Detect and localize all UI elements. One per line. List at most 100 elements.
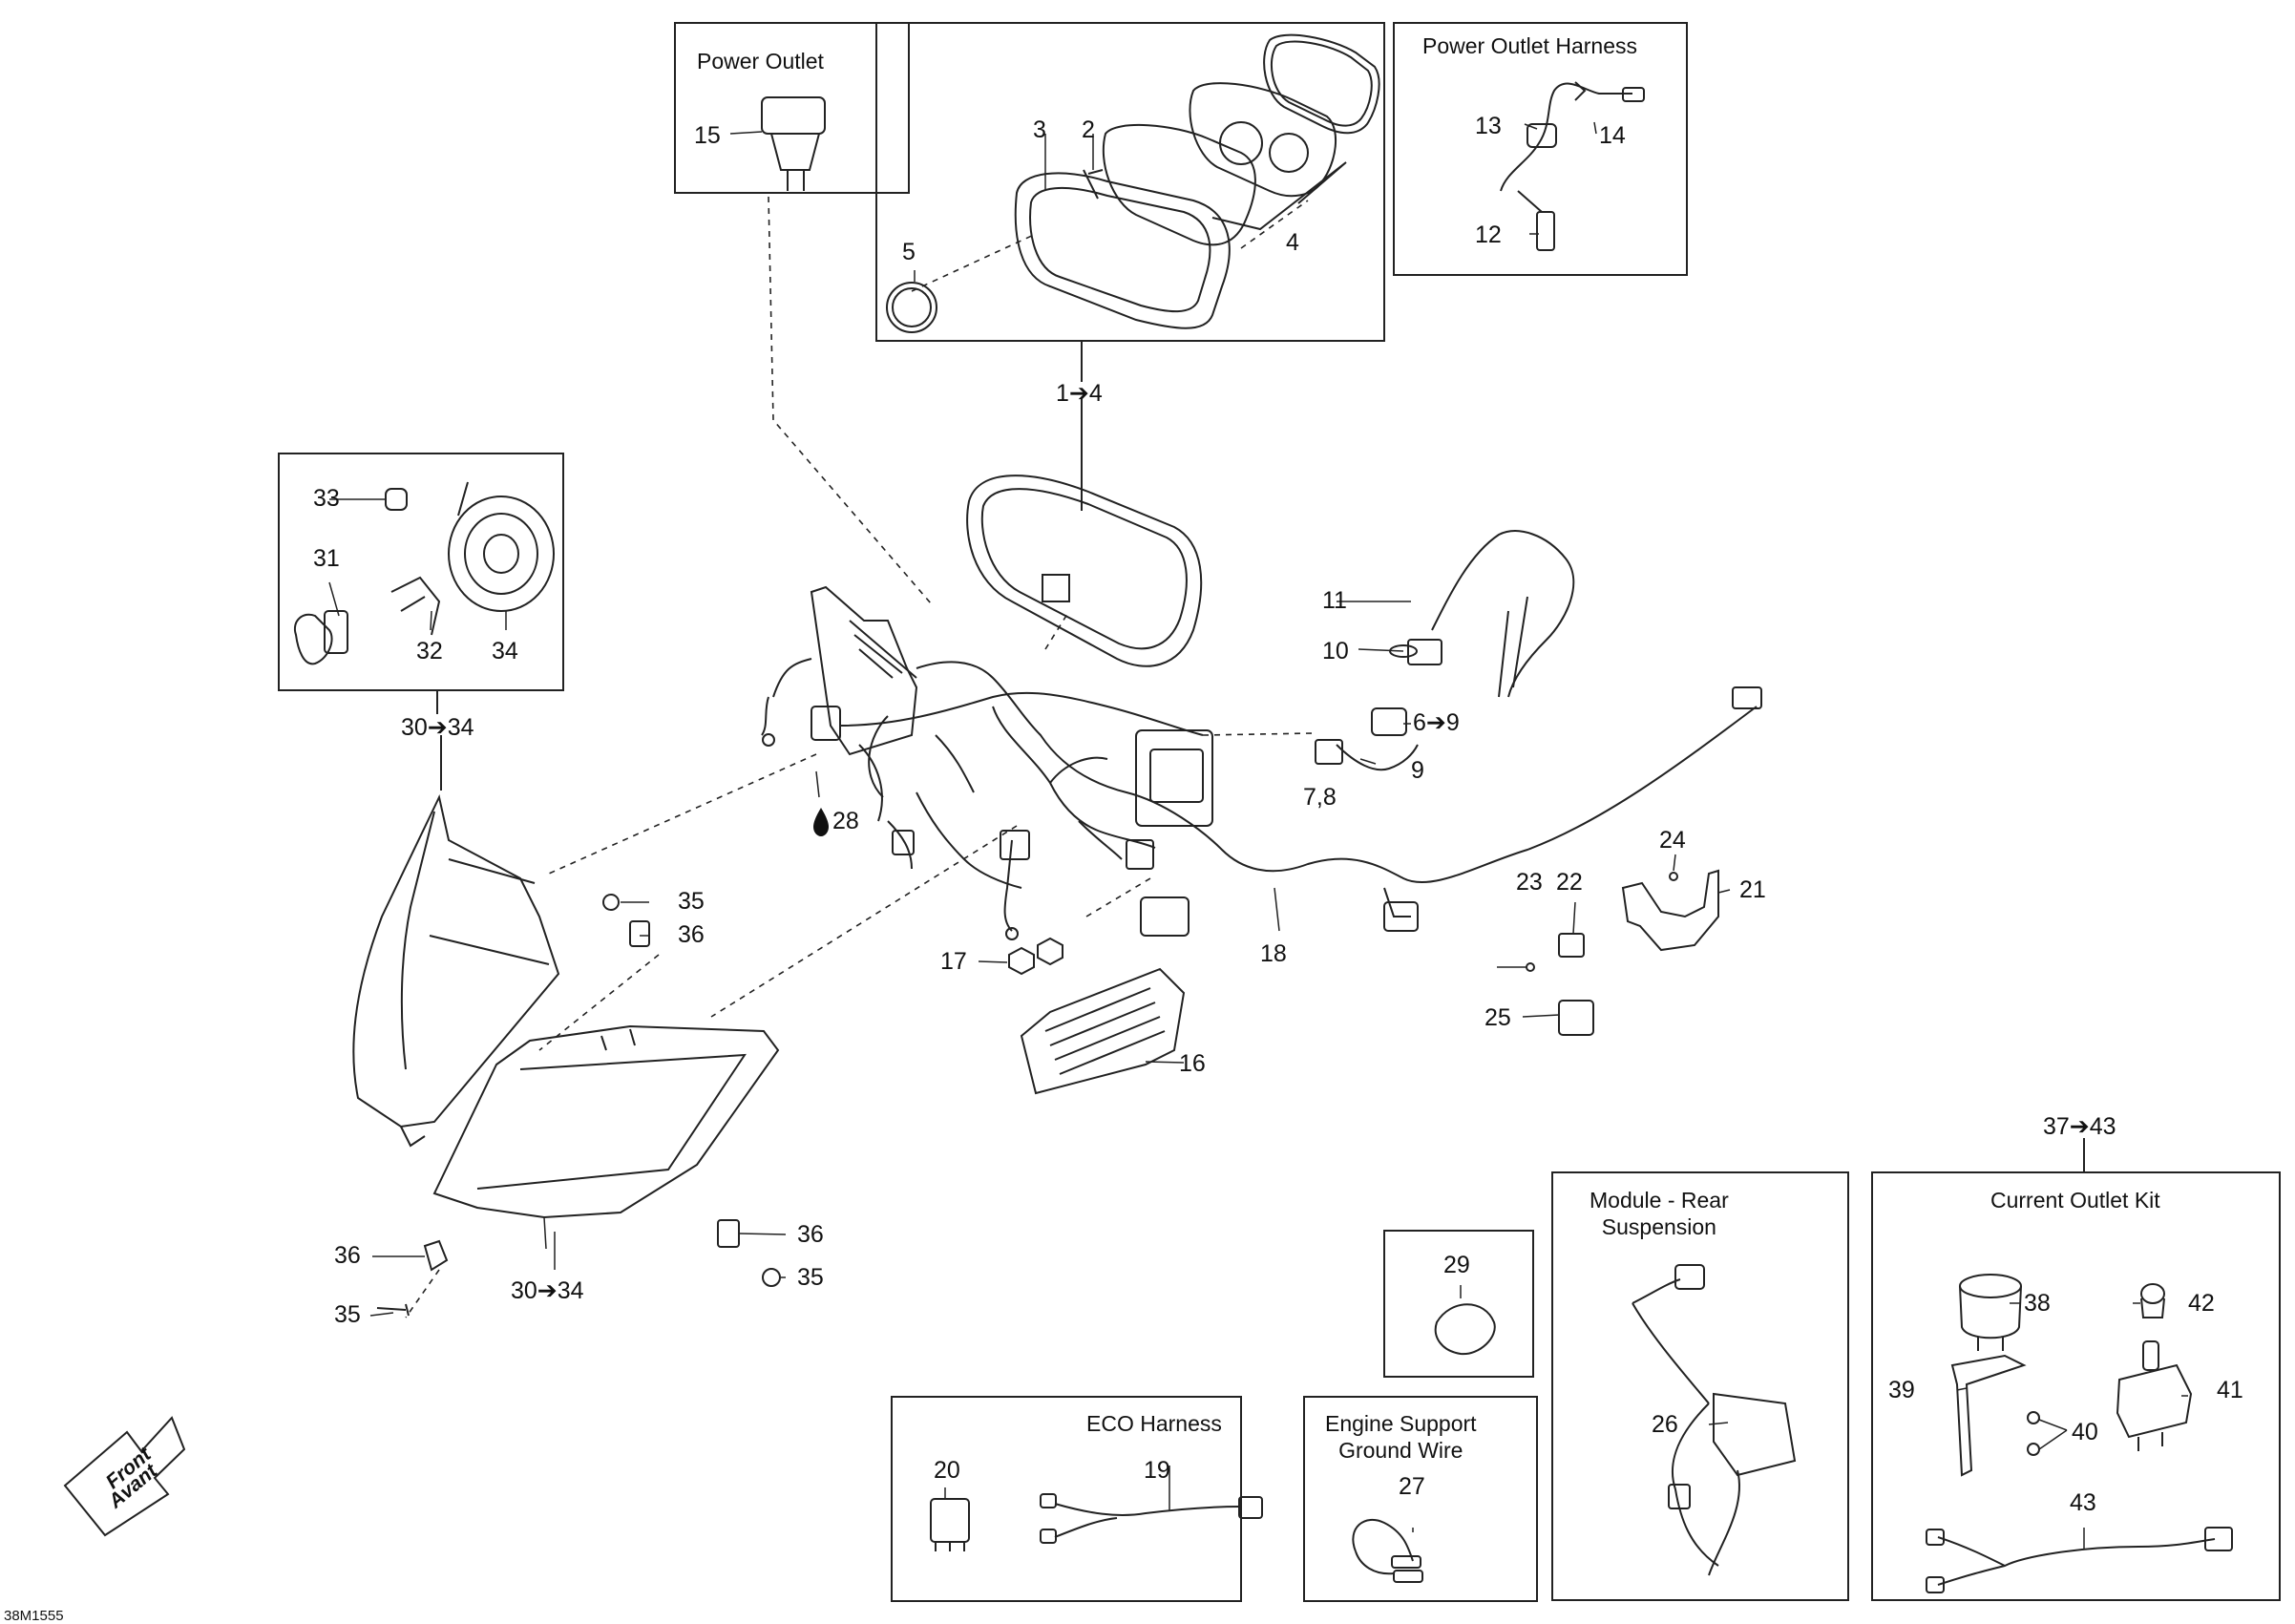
screw-23-part [1526,962,1535,972]
dash-connector-7-8 [1202,732,1314,736]
callout-15: 15 [694,122,721,149]
fuse-holder-25-part [1558,1000,1594,1036]
ground-wire-27-part [1352,1518,1423,1583]
eco-harness-title: ECO Harness [1086,1411,1222,1436]
callout-6-to-9: 6➔9 [1413,709,1460,736]
power-outlet-title: Power Outlet [697,49,824,74]
dash-gasket-4 [1240,200,1309,249]
bulb-cap-part [385,488,408,511]
callout-35-right: 35 [797,1264,824,1291]
callout-43: 43 [2070,1489,2096,1516]
callout-30-to-34-top: 30➔34 [401,714,474,741]
dash-clip-36 [538,954,660,1051]
dash-headlamp-left [548,753,817,875]
callout-27: 27 [1399,1473,1425,1500]
brp-emblem-part [886,282,937,333]
screw-40a-part [2027,1411,2040,1424]
leader-lines-callouts [328,121,2188,1549]
callout-34: 34 [492,638,518,664]
callout-20: 20 [934,1457,960,1484]
current-outlet-kit-title: Current Outlet Kit [1990,1188,2160,1213]
callout-36-right: 36 [797,1221,824,1248]
dash-regulator-harness [1085,877,1151,917]
screw-40b-part [2027,1443,2040,1456]
gauge-cluster-assembly [966,475,1203,667]
engine-support-ground-wire-title: Engine Support Ground Wire [1325,1411,1477,1463]
current-outlet-kit-box [1871,1171,2281,1601]
dash-headlamp-right [710,825,1018,1018]
power-outlet-harness-title: Power Outlet Harness [1422,33,1637,58]
callout-10: 10 [1322,638,1349,664]
callout-7-8: 7,8 [1303,784,1337,811]
callout-21: 21 [1739,876,1766,903]
callout-11: 11 [1322,587,1347,614]
power-outlet-part [761,96,826,191]
callout-1-to-4: 1➔4 [1056,380,1103,407]
callout-22: 22 [1556,869,1583,896]
callout-18: 18 [1260,940,1287,967]
callout-33: 33 [313,485,340,512]
voltage-regulator-part [1020,967,1186,1095]
nut-17-part [1008,937,1063,976]
gauge-bezel-part [1014,172,1231,329]
outlet-harness-43-part [1926,1527,2233,1593]
headlamp-bulb-box [278,453,564,691]
outlet-bracket-39-part [1950,1354,2027,1477]
callout-28: 28 [832,808,859,834]
eco-harness-19-part [1040,1493,1263,1544]
callout-12: 12 [1475,221,1502,248]
toggle-switch-41-part [2116,1340,2193,1451]
gauge-screw-part [1083,169,1104,200]
callout-41: 41 [2217,1377,2243,1403]
tether-cord-part [1431,530,1575,698]
gauge-exploded-box [875,22,1385,342]
bolt-35-right-part [762,1268,781,1287]
part-29-box [1383,1230,1534,1378]
module-rear-suspension-box [1551,1171,1849,1601]
callout-37-to-43: 37➔43 [2043,1113,2116,1140]
callout-31: 31 [313,545,340,572]
callout-9: 9 [1411,757,1424,784]
clip-36-left-part [423,1239,449,1272]
bulb-retaining-spring-part [390,576,441,636]
callout-35-upper: 35 [678,888,705,915]
rear-suspension-module-part [1632,1264,1797,1576]
bracket-21-part [1621,869,1719,952]
front-direction-arrow: Front Avant [63,1416,186,1537]
grease-drop-icon [813,808,829,836]
screw-24-part [1669,872,1678,881]
callout-2: 2 [1082,116,1095,143]
callout-17: 17 [940,948,967,975]
left-headlamp-part [352,793,560,1148]
callout-16: 16 [1179,1050,1206,1077]
callout-3: 3 [1033,116,1046,143]
leader-4-bracket [1211,161,1347,231]
nut-35-upper-part [602,894,620,911]
callout-35-left: 35 [334,1301,361,1328]
eco-switch-20-part [930,1498,970,1551]
callout-19: 19 [1144,1457,1170,1484]
callout-5: 5 [902,239,916,265]
callout-25: 25 [1484,1004,1511,1031]
main-wiring-harness [761,585,1762,940]
cable-tie-29-part [1434,1303,1496,1356]
callout-42: 42 [2188,1290,2215,1317]
callout-4: 4 [1286,229,1299,256]
power-outlet-harness-box [1393,22,1688,276]
bolt-35-left-part [376,1303,410,1317]
power-outlet-harness-part [1500,81,1645,251]
dash-bolt-35 [405,1269,440,1318]
callout-38: 38 [2024,1290,2051,1317]
dash-gauge-bezel [1044,610,1070,650]
callout-14: 14 [1599,122,1626,149]
module-rear-suspension-title: Module - Rear Suspension [1590,1188,1729,1239]
callout-36-upper: 36 [678,921,705,948]
callout-40: 40 [2072,1419,2098,1445]
callout-29: 29 [1443,1252,1470,1278]
eco-harness-box [891,1396,1242,1602]
gauge-lens-part [1263,33,1380,135]
callout-23: 23 [1516,869,1543,896]
headlamp-reflector-part [448,481,555,612]
leader-30-34-top [436,690,442,791]
